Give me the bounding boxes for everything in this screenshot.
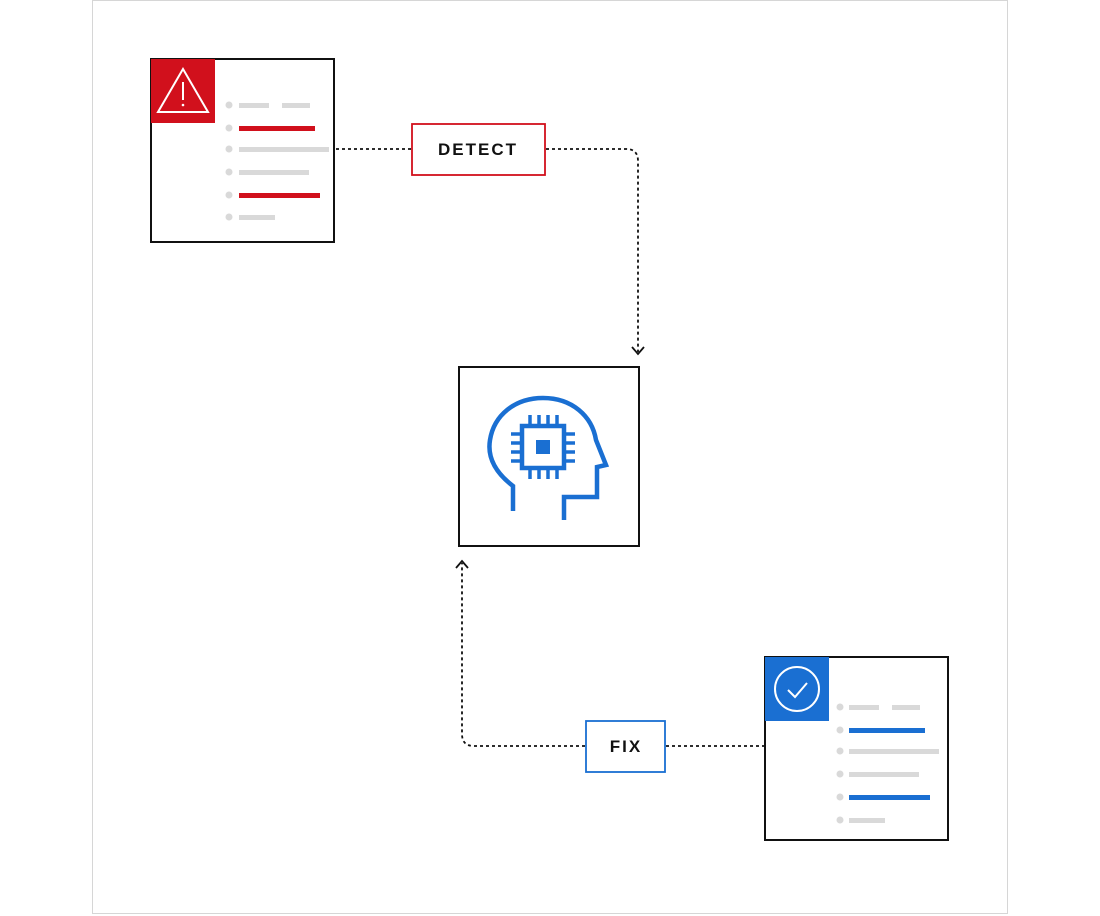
fixed-document-lines	[836, 703, 939, 824]
error-line	[239, 193, 320, 198]
fixed-document	[764, 656, 949, 841]
fixed-line	[849, 795, 930, 800]
alert-document	[150, 58, 335, 243]
detect-connector	[336, 148, 639, 352]
ai-engine-box	[458, 366, 640, 547]
checkmark-circle-icon	[774, 666, 820, 712]
detect-label: DETECT	[438, 140, 518, 159]
ai-head-chip-icon	[487, 395, 610, 520]
error-line	[239, 126, 315, 131]
alert-document-lines	[225, 101, 329, 221]
fix-label-box: FIX	[585, 720, 666, 773]
warning-triangle-icon	[156, 67, 210, 113]
fixed-line	[849, 728, 925, 733]
detect-label-box: DETECT	[411, 123, 546, 176]
fix-label: FIX	[610, 737, 642, 756]
arrow-down-icon	[631, 346, 645, 356]
arrow-up-icon	[455, 559, 469, 569]
fix-connector	[461, 563, 764, 747]
